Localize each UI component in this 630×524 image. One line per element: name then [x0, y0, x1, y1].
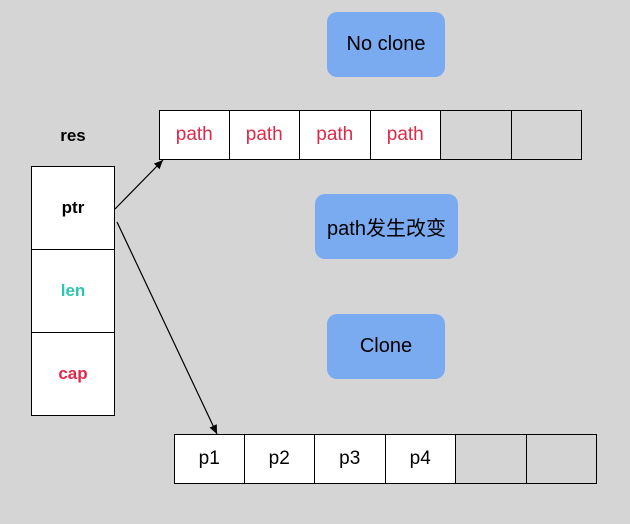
buffer-cell: path: [229, 110, 300, 160]
badge-path-changed: path发生改变: [315, 194, 458, 259]
buffer-cell: path: [370, 110, 441, 160]
vec-struct: ptr len cap: [31, 166, 115, 416]
badge-no-clone: No clone: [327, 12, 445, 77]
struct-title: res: [60, 126, 86, 145]
buffer-cell-empty: [456, 434, 527, 484]
field-len: len: [31, 250, 115, 333]
buffer-cell: p1: [174, 434, 245, 484]
buffer-cell-empty: [511, 110, 582, 160]
buffer-cell: path: [300, 110, 371, 160]
top-buffer: path path path path: [159, 110, 582, 160]
field-ptr: ptr: [31, 166, 115, 250]
badge-clone: Clone: [327, 314, 445, 379]
buffer-cell: p2: [244, 434, 315, 484]
buffer-cell: p4: [385, 434, 456, 484]
buffer-cell: p3: [315, 434, 386, 484]
buffer-cell: path: [159, 110, 230, 160]
ptr-arrow-top: [114, 159, 164, 210]
field-cap: cap: [31, 333, 115, 416]
buffer-cell-empty: [526, 434, 597, 484]
bottom-buffer: p1 p2 p3 p4: [174, 434, 597, 484]
ptr-arrow-bottom: [116, 221, 218, 435]
buffer-cell-empty: [441, 110, 512, 160]
